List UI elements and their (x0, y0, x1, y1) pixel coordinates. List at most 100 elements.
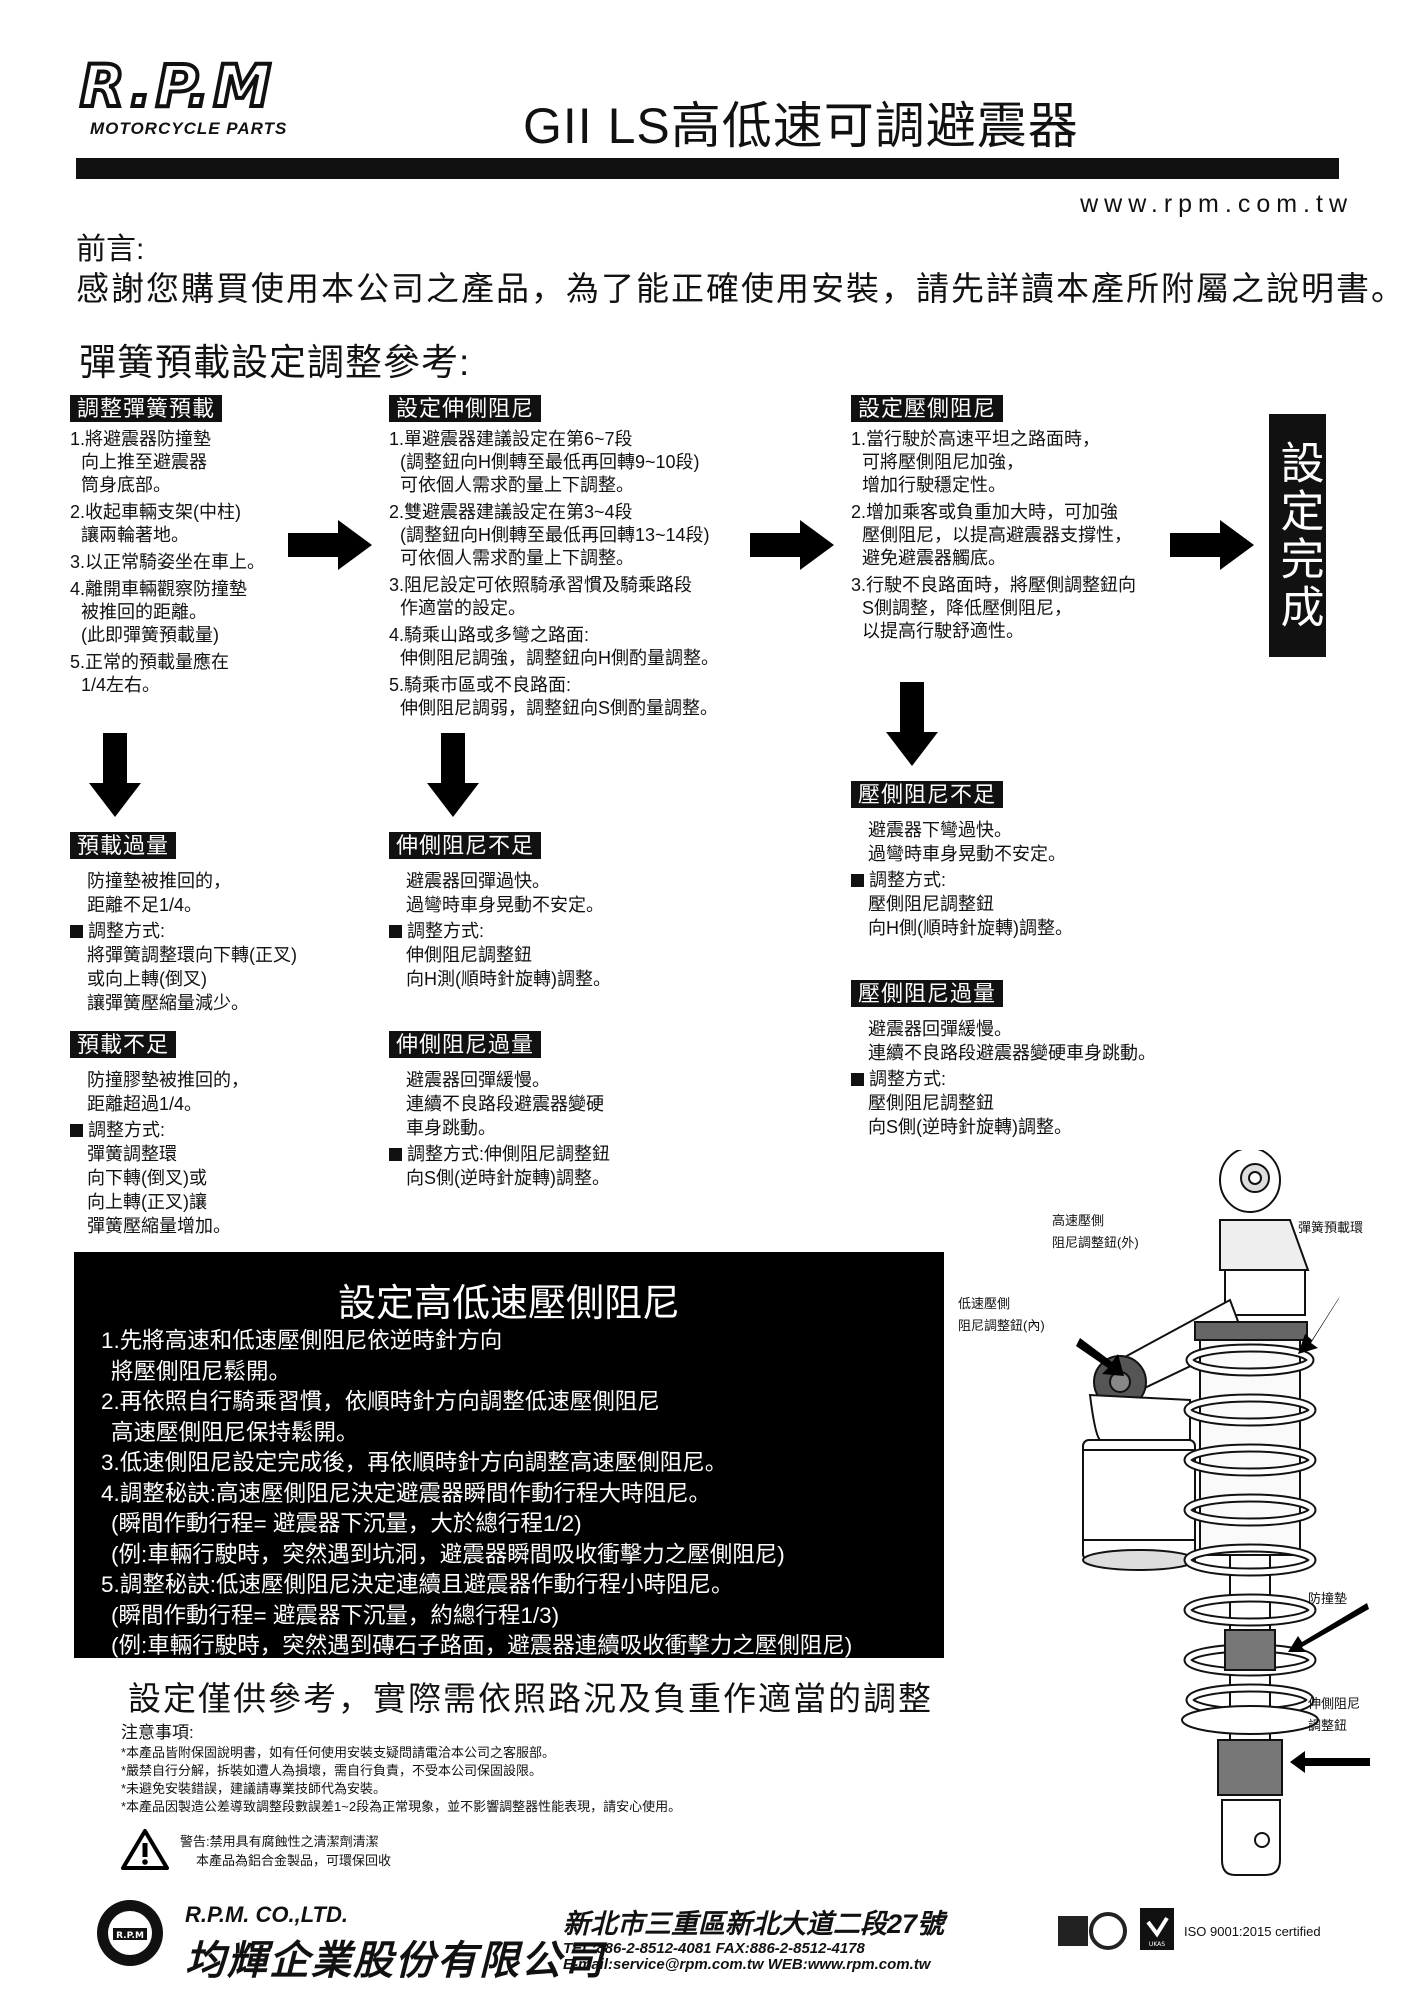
intro-heading: 前言: (76, 233, 145, 266)
issue-line: 避震器回彈緩慢。 (868, 1019, 1012, 1039)
ukas-badge: UKAS (1140, 1908, 1174, 1950)
company-name: R.P.M. CO.,LTD. 均輝企業股份有限公司 (185, 1902, 605, 1986)
issue-line: 距離不足1/4。 (87, 895, 203, 915)
step-line: 伸側阻尼調弱，調整鈕向S側酌量調整。 (400, 698, 719, 718)
setup-complete-label: 設定完成 (1269, 414, 1326, 657)
right-arrow-icon (750, 520, 834, 570)
step-line: 筒身底部。 (81, 475, 171, 495)
method-line: 伸側阻尼調整鈕 (406, 945, 532, 965)
method-line: 或向上轉(倒叉) (87, 969, 207, 989)
rpm-logo: R.P.M MOTORCYCLE PARTS (76, 50, 376, 142)
intro-text: 感謝您購買使用本公司之產品，為了能正確使用安裝，請先詳讀本產所附屬之說明書。 (76, 270, 1406, 307)
step-line: 讓兩輪著地。 (81, 525, 189, 545)
step-compression: 設定壓側阻尼 1.當行駛於高速平坦之路面時，可將壓側阻尼加強，增加行駛穩定性。2.… (851, 395, 1181, 647)
method-label: 調整方式: (851, 868, 1073, 892)
svg-text:R.P.M: R.P.M (116, 1931, 144, 1941)
step-items: 1.當行駛於高速平坦之路面時，可將壓側阻尼加強，增加行駛穩定性。2.增加乘客或負… (851, 428, 1181, 643)
header-divider (76, 158, 1339, 179)
method-label-text: 調整方式: (869, 1069, 947, 1089)
method-line: 將彈簧調整環向下轉(正叉) (87, 945, 297, 965)
bullet-square-icon (851, 1073, 864, 1086)
issue-header: 壓側阻尼不足 (851, 781, 1004, 808)
hilo-line: (例:車輛行駛時，突然遇到坑洞，避震器瞬間吸收衝擊力之壓側阻尼) (111, 1541, 785, 1567)
issue-line: 車身跳動。 (406, 1118, 496, 1138)
method-line: 讓彈簧壓縮量減少。 (87, 993, 249, 1013)
address: 新北市三重區新北大道二段27號 (563, 1909, 945, 1939)
method-label-text: 調整方式: (88, 1120, 166, 1140)
down-arrow-icon (89, 733, 141, 817)
step-items: 1.將避震器防撞墊向上推至避震器筒身底部。2.收起車輛支架(中柱)讓兩輪著地。3… (70, 428, 320, 697)
method-line: 彈簧壓縮量增加。 (87, 1216, 231, 1236)
step-line: 4.騎乘山路或多彎之路面: (389, 625, 590, 645)
logo-subtitle: MOTORCYCLE PARTS (90, 119, 287, 138)
method-label-text: 調整方式: (88, 921, 166, 941)
issue-description: 防撞墊被推回的， 距離不足1/4。 (70, 869, 297, 917)
step-line: 伸側阻尼調強，調整鈕向H側酌量調整。 (400, 648, 719, 668)
step-line: 可依個人需求酌量上下調整。 (400, 475, 634, 495)
hilo-title: 設定高低速壓側阻尼 (337, 1283, 680, 1325)
step-line: 1.當行駛於高速平坦之路面時， (851, 429, 1101, 449)
email-web: E-mail:service@rpm.com.tw WEB:www.rpm.co… (563, 1956, 931, 1973)
label-line: 高速壓側 (1052, 1213, 1105, 1228)
method-line: 彈簧調整環 (87, 1144, 177, 1164)
issue-line: 避震器回彈緩慢。 (406, 1070, 550, 1090)
step-line: 1.單避震器建議設定在第6~7段 (389, 429, 633, 449)
step-items: 1.單避震器建議設定在第6~7段 (調整鈕向H側轉至最低再回轉9~10段) 可依個人… (389, 428, 759, 720)
issue-compression-over: 壓側阻尼過量避震器回彈緩慢。連續不良路段避震器變硬車身跳動。調整方式:壓側阻尼調… (851, 980, 1156, 1139)
note-item: *嚴禁自行分解，拆裝如遭人為損壞，需自行負責，不受本公司保固設限。 (121, 1763, 543, 1778)
step-line: 2.雙避震器建議設定在第3~4段 (389, 502, 633, 522)
step-line: 1.將避震器防撞墊 (70, 429, 212, 449)
step-item: 3.以正常騎姿坐在車上。 (70, 551, 320, 574)
method-line: 壓側阻尼調整鈕 (868, 1093, 994, 1113)
issue-preload-over: 預載過量防撞墊被推回的，距離不足1/4。調整方式:將彈簧調整環向下轉(正叉)或向… (70, 832, 297, 1015)
label-rebound-adjuster: 伸側阻尼 調整鈕 (1308, 1693, 1360, 1737)
company-contact: 新北市三重區新北大道二段27號 TEL:886-2-8512-4081 FAX:… (563, 1902, 944, 1973)
step-line: 可依個人需求酌量上下調整。 (400, 548, 634, 568)
step-line: 3.以正常騎姿坐在車上。 (70, 552, 266, 572)
step-line: 5.騎乘市區或不良路面: (389, 675, 572, 695)
issue-line: 過彎時車身晃動不安定。 (406, 895, 604, 915)
label-high-speed-compression: 高速壓側 阻尼調整鈕(外) (1052, 1210, 1139, 1254)
method-line: 向下轉(倒叉)或 (87, 1168, 207, 1188)
notes: 注意事項: *本產品皆附保固說明書，如有任何使用安裝支疑問請電洽本公司之客服部。… (121, 1722, 681, 1816)
issue-description: 防撞膠墊被推回的，距離超過1/4。 (70, 1068, 249, 1116)
down-arrow-icon (427, 733, 479, 817)
step-line: (調整鈕向H側轉至最低再回轉13~14段) (400, 525, 710, 545)
hilo-line: 5.調整秘訣:低速壓側阻尼決定連續且避震器作動行程小時阻尼。 (101, 1572, 734, 1597)
issue-description: 避震器下彎過快。過彎時車身晃動不安定。 (851, 818, 1073, 866)
issue-line: 防撞墊被推回的， (87, 871, 231, 891)
issue-header: 預載不足 (70, 1031, 177, 1058)
bullet-square-icon (70, 925, 83, 938)
phone-fax: TEL:886-2-8512-4081 FAX:886-2-8512-4178 (563, 1940, 865, 1957)
right-arrow-icon (1170, 520, 1254, 570)
step-line: 向上推至避震器 (81, 452, 207, 472)
step-line: (調整鈕向H側轉至最低再回轉9~10段) (400, 452, 700, 472)
issue-header: 伸側阻尼過量 (389, 1031, 542, 1058)
method-lines: 壓側阻尼調整鈕向H側(順時針旋轉)調整。 (851, 892, 1073, 940)
iso-certification: ISO 9001:2015 certified (1184, 1924, 1321, 1939)
method-label: 調整方式: (70, 1118, 249, 1142)
disclaimer: 設定僅供參考，實際需依照路況及負重作適當的調整 (128, 1680, 933, 1717)
company-seal: R.P.M (97, 1900, 163, 1966)
step-item: 1.當行駛於高速平坦之路面時，可將壓側阻尼加強，增加行駛穩定性。 (851, 428, 1181, 497)
method-label-text: 調整方式: (407, 921, 485, 941)
hilo-line: 1.先將高速和低速壓側阻尼依逆時針方向 (101, 1328, 503, 1353)
method-lines: 壓側阻尼調整鈕向S側(逆時針旋轉)調整。 (851, 1091, 1156, 1139)
step-line: 3.阻尼設定可依照騎承習慣及騎乘路段 (389, 575, 693, 595)
note-item: *本產品皆附保固說明書，如有任何使用安裝支疑問請電洽本公司之客服部。 (121, 1745, 556, 1760)
page-title: GII LS高低速可調避震器 (523, 98, 1079, 154)
method-lines: 將彈簧調整環向下轉(正叉) 或向上轉(倒叉) 讓彈簧壓縮量減少。 (70, 943, 297, 1015)
issue-preload-under: 預載不足防撞膠墊被推回的，距離超過1/4。調整方式:彈簧調整環向下轉(倒叉)或向… (70, 1031, 249, 1238)
step-rebound: 設定伸側阻尼 1.單避震器建議設定在第6~7段 (調整鈕向H側轉至最低再回轉9~10… (389, 395, 759, 724)
step-header: 設定壓側阻尼 (851, 395, 1004, 422)
issue-line: 避震器回彈過快。 (406, 871, 550, 891)
hilo-line: 高速壓側阻尼保持鬆開。 (111, 1419, 359, 1445)
step-header: 設定伸側阻尼 (389, 395, 542, 422)
step-line: S側調整，降低壓側阻尼， (862, 598, 1073, 618)
step-item: 4.離開車輛觀察防撞墊被推回的距離。(此即彈簧預載量) (70, 578, 320, 647)
hilo-line: 3.低速側阻尼設定完成後，再依順時針方向調整高速壓側阻尼。 (101, 1450, 728, 1475)
warning-line: 警告:禁用具有腐蝕性之清潔劑清潔 (180, 1834, 379, 1849)
step-item: 4.騎乘山路或多彎之路面: 伸側阻尼調強，調整鈕向H側酌量調整。 (389, 624, 759, 670)
bullet-square-icon (389, 925, 402, 938)
issue-description: 避震器回彈緩慢。連續不良路段避震器變硬車身跳動。 (851, 1017, 1156, 1065)
